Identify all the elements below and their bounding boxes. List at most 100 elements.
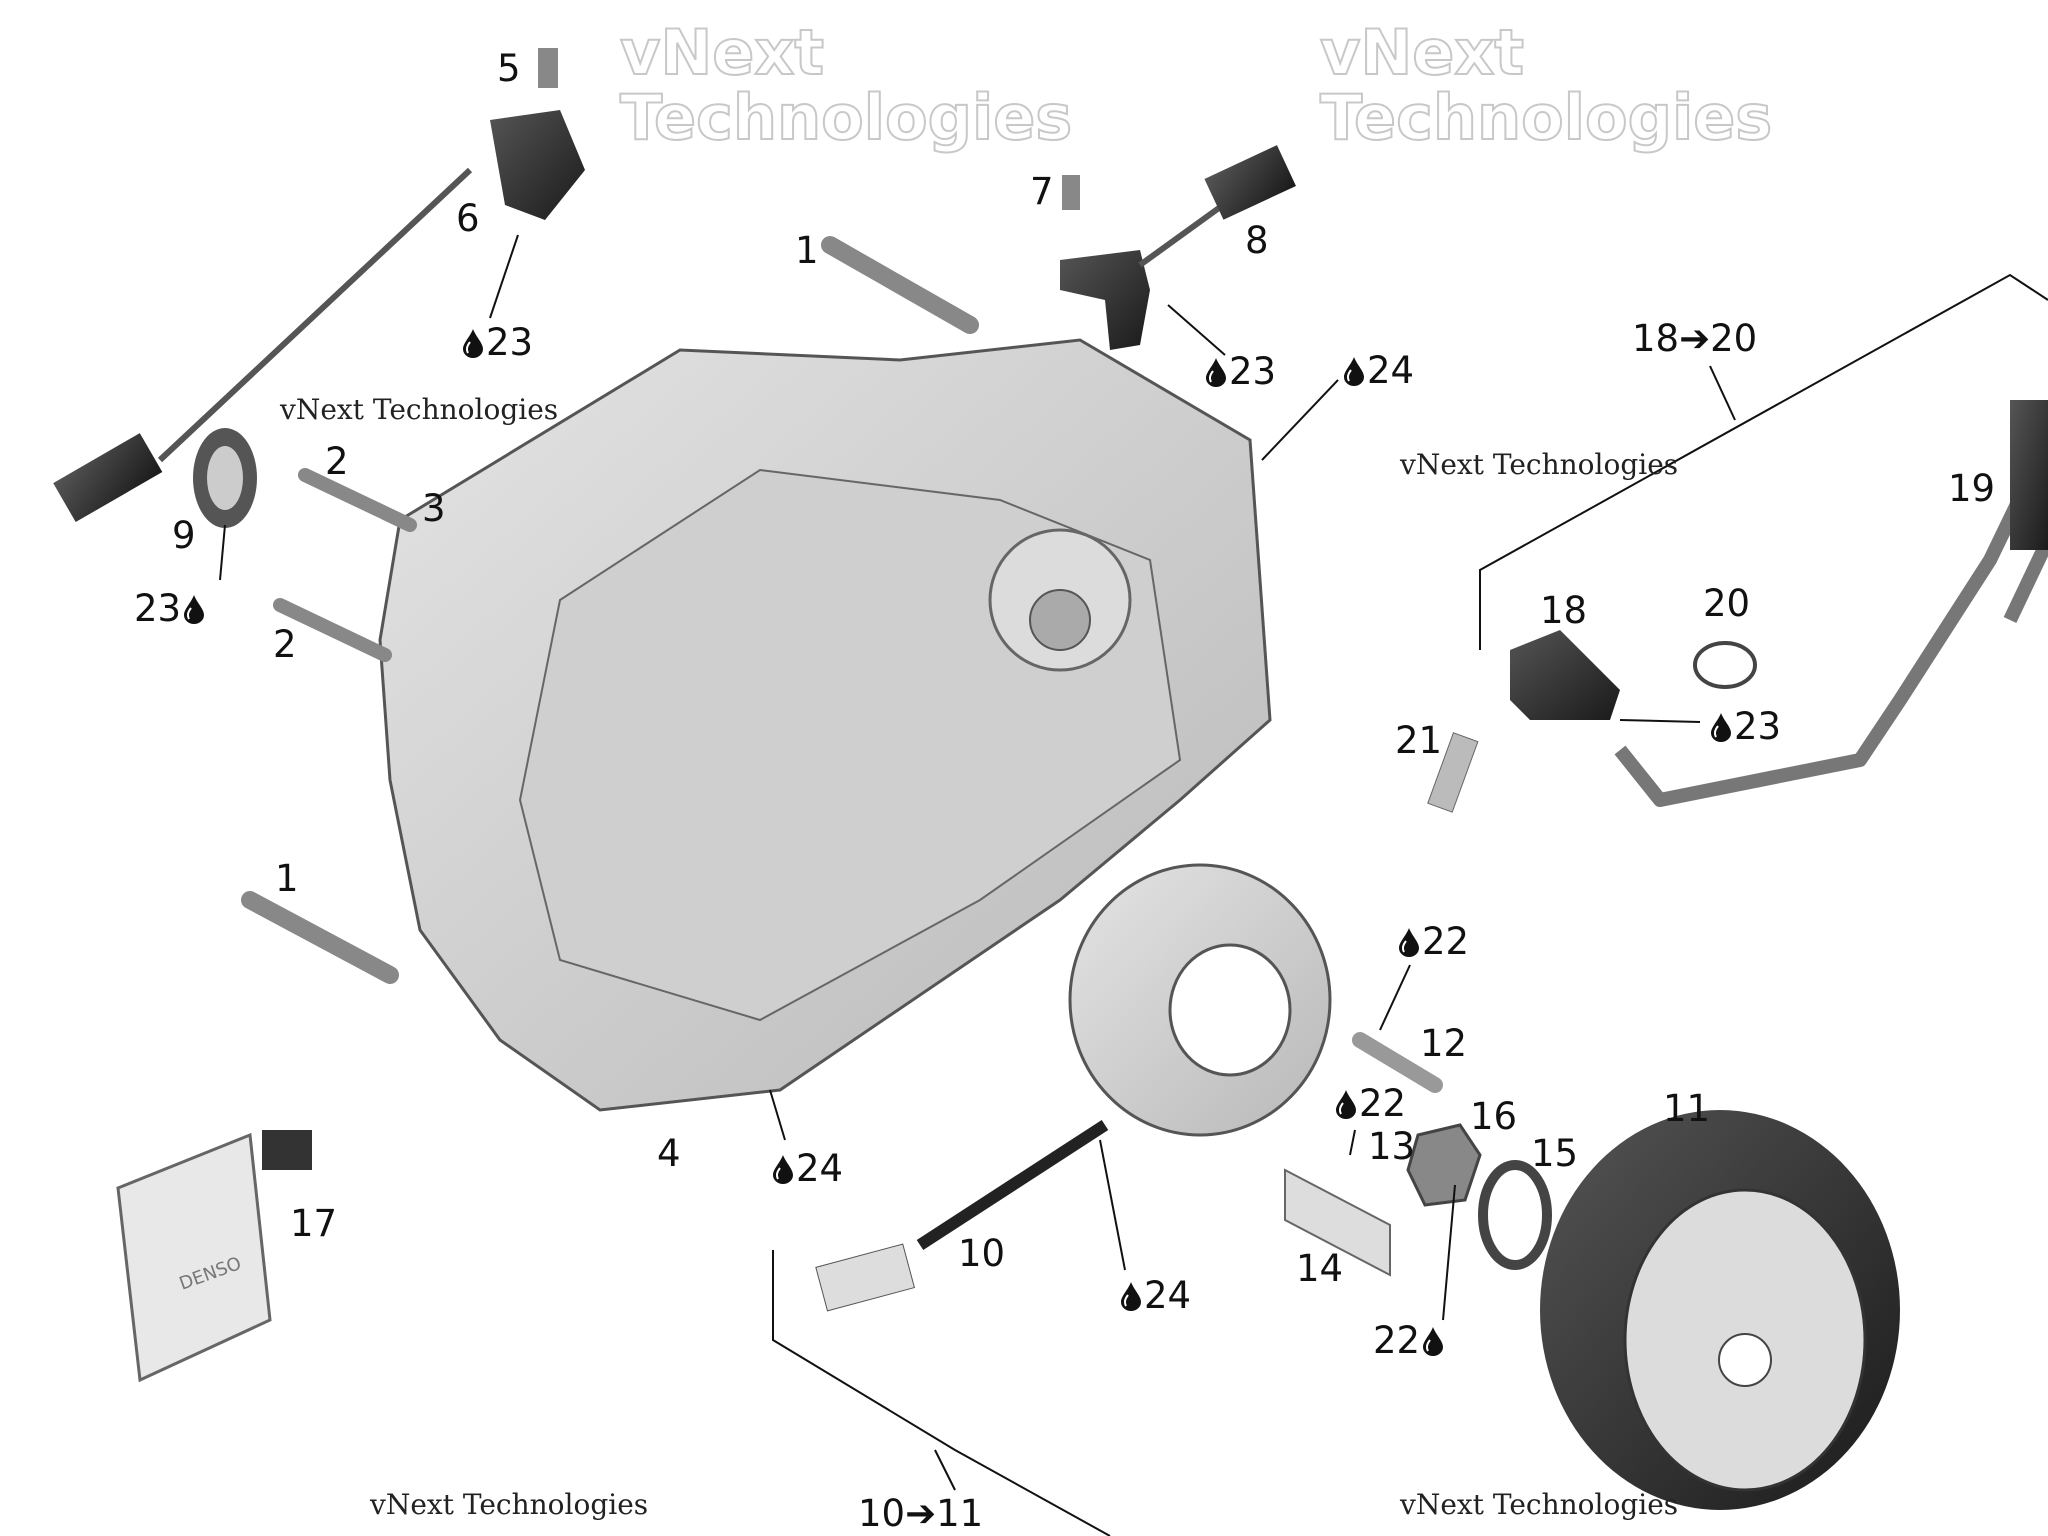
callout-6[interactable]: 6 [456,200,480,237]
callout-10-11[interactable]: 10➔11 [858,1495,983,1532]
spark-plug-cap [1510,630,1620,720]
callout-number: 23 [1734,705,1782,748]
callout-number: 14 [1296,1247,1344,1290]
callout-23[interactable]: 23 [134,590,205,627]
callout-number: 23 [486,321,534,364]
retaining-plate [1284,1168,1391,1277]
callout-5[interactable]: 5 [497,50,521,87]
watermark-text: vNext Technologies [1400,448,1679,481]
watermark: vNext Technologies [370,1488,649,1521]
crank-position-sensor [53,110,585,523]
washer [1478,1160,1552,1270]
callout-24[interactable]: 24 [1343,352,1414,389]
callout-7[interactable]: 7 [1030,173,1054,210]
callout-number: 1 [795,229,819,272]
callout-2[interactable]: 2 [273,626,297,663]
callout-4[interactable]: 4 [657,1135,681,1172]
lubricant-drop-icon [1711,712,1731,742]
voltage-regulator [116,1130,312,1383]
speed-sensor [1060,145,1296,350]
lubricant-drop-icon [1344,356,1364,386]
callout-22[interactable]: 22 [1335,1085,1406,1122]
callout-12[interactable]: 12 [1420,1025,1467,1062]
callout-number: 10 [958,1232,1006,1275]
callout-number: 22 [1373,1319,1421,1362]
callout-number: 17 [290,1202,338,1245]
lubricant-drop-icon [1336,1089,1356,1119]
callout-number: 3 [422,487,446,530]
callout-9[interactable]: 9 [172,517,196,554]
lubricant-drop-icon [1423,1326,1444,1356]
bolt-1-bottom [241,891,399,984]
callout-13[interactable]: 13 [1368,1128,1415,1165]
callout-18[interactable]: 18 [1540,592,1587,629]
callout-number: 19 [1948,467,1996,510]
callout-number: 1 [275,857,299,900]
callout-8[interactable]: 8 [1245,222,1269,259]
watermark-text: vNext Technologies [370,1488,649,1521]
callout-number: 2 [273,623,297,666]
screw-5 [538,48,558,88]
callout-number: 24 [1144,1274,1192,1317]
lubricant-drop-icon [1399,927,1419,957]
callout-number: 22 [1422,920,1470,963]
retaining-ring [1693,641,1757,689]
screw-7 [1062,175,1080,210]
callout-number: 2 [325,440,349,483]
callout-18-20[interactable]: 18➔20 [1632,320,1757,357]
ignition-coil [1614,433,2048,807]
callout-15[interactable]: 15 [1531,1135,1578,1172]
watermark-line2: Technologies [619,81,1073,155]
bolt-12 [1352,1032,1443,1093]
callout-number: 23 [1229,350,1277,393]
callout-number: 24 [1367,349,1415,392]
callout-17[interactable]: 17 [290,1205,337,1242]
callout-number: 13 [1368,1125,1416,1168]
callout-3[interactable]: 3 [422,490,446,527]
callout-24[interactable]: 24 [772,1150,843,1187]
callout-21[interactable]: 21 [1395,722,1442,759]
callout-number: 8 [1245,219,1269,262]
callout-number: 9 [172,514,196,557]
callout-24[interactable]: 24 [1120,1277,1191,1314]
callout-number: 11 [1663,1087,1711,1130]
watermark-line1: vNext [1319,16,1525,89]
callout-23[interactable]: 23 [1205,353,1276,390]
callout-1[interactable]: 1 [795,232,819,269]
callout-23[interactable]: 23 [462,324,533,361]
callout-number: 4 [657,1132,681,1175]
callout-19[interactable]: 19 [1948,470,1995,507]
spark-plug [1427,732,1479,813]
callout-1[interactable]: 1 [275,860,299,897]
watermark: vNext Technologies [280,394,558,426]
callout-2[interactable]: 2 [325,443,349,480]
watermark-text: vNext Technologies [1400,1488,1679,1521]
callout-number: 18 [1540,589,1588,632]
bolt-1-top [821,236,979,334]
leader-lines [219,234,2048,1536]
callout-11[interactable]: 11 [1663,1090,1710,1127]
lubricant-drop-icon [1206,357,1226,387]
callout-22[interactable]: 22 [1373,1322,1444,1359]
callout-number: 7 [1030,170,1054,213]
callout-number: 15 [1531,1132,1579,1175]
callout-23[interactable]: 23 [1710,708,1781,745]
callout-20[interactable]: 20 [1703,585,1750,622]
callout-number: 24 [796,1147,844,1190]
callout-number: 22 [1359,1082,1407,1125]
watermark-line2: Technologies [1319,81,1773,155]
callout-number: 16 [1470,1095,1518,1138]
callout-10[interactable]: 10 [958,1235,1005,1272]
callout-16[interactable]: 16 [1470,1098,1517,1135]
watermark-line1: vNext [619,16,825,89]
nut [1406,1123,1482,1207]
lubricant-drop-icon [463,328,483,358]
callout-22[interactable]: 22 [1398,923,1469,960]
callout-number: 12 [1420,1022,1468,1065]
callout-14[interactable]: 14 [1296,1250,1343,1287]
watermark: vNext Technologies [1400,448,1679,481]
